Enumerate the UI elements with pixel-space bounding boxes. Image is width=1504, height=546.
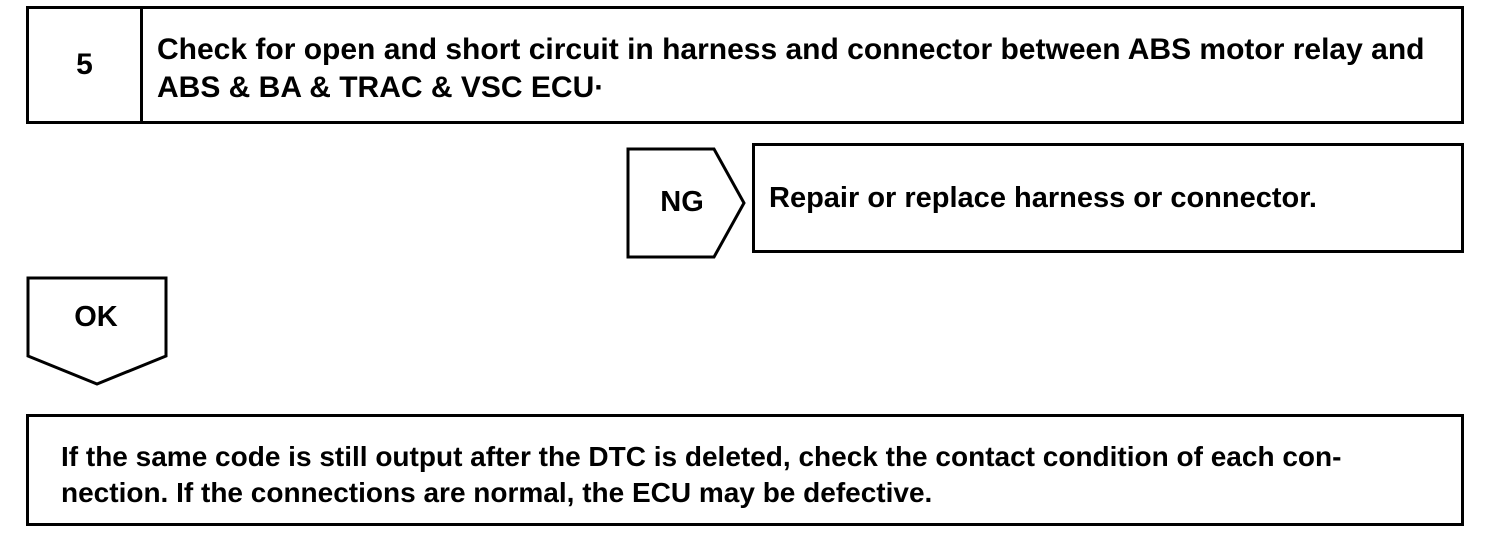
ng-arrow-shape xyxy=(626,147,746,259)
ng-label: NG xyxy=(660,185,704,218)
step-title: Check for open and short circuit in harn… xyxy=(157,33,1425,104)
result-box: If the same code is still output after t… xyxy=(26,414,1464,526)
result-text: If the same code is still output after t… xyxy=(61,441,1342,508)
ng-action-box: Repair or replace harness or connector. xyxy=(752,143,1464,253)
step-box: 5 Check for open and short circuit in ha… xyxy=(26,6,1464,124)
ng-action-text: Repair or replace harness or connector. xyxy=(769,181,1317,214)
ok-arrow-shape xyxy=(26,276,168,386)
step-number: 5 xyxy=(29,9,143,121)
ok-label: OK xyxy=(74,300,118,333)
